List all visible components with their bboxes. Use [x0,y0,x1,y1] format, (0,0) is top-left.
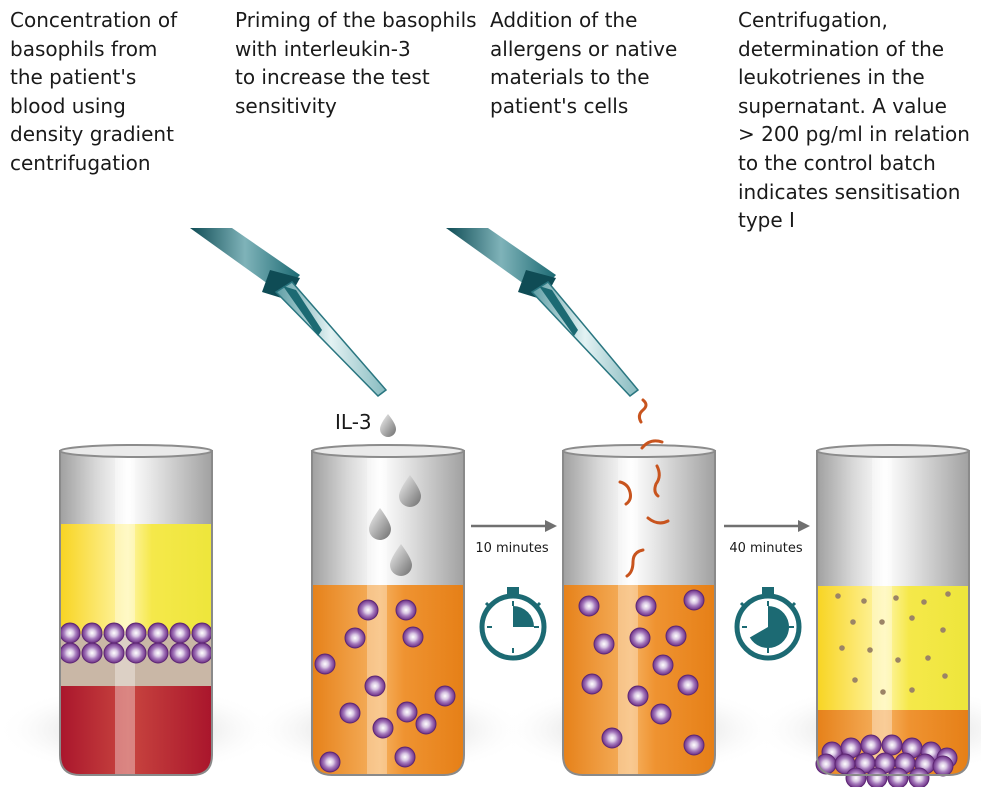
basophil-pellet [815,734,958,787]
pipette-il3 [190,228,388,397]
leukotriene-dot [839,645,845,651]
basophil-cell [395,599,417,621]
basophil-cell [683,589,705,611]
basophil-cell [402,626,424,648]
leukotriene-dot [925,655,931,661]
basophil-cell [364,675,386,697]
tube-1 [59,444,213,776]
tube-3 [562,444,716,776]
step3-description: Addition of the allergens or native mate… [490,8,678,118]
leukotriene-dot [880,689,886,695]
step1-description: Concentration of basophils from the pati… [10,8,178,175]
basophil-cell [860,734,882,756]
leukotriene-dot [942,673,948,679]
stopwatch-40min-icon [734,587,802,661]
basophil-cell [434,685,456,707]
basophil-cell [191,622,213,644]
basophil-cell [677,674,699,696]
arrow-step2-to-step3: 10 minutes [471,520,557,556]
allergen-particles [618,398,670,578]
basophil-cell [147,642,169,664]
basophil-cell [169,622,191,644]
basophil-cell [394,746,416,768]
il3-drop-icon [380,414,396,437]
leukotriene-dot [852,677,858,683]
basophil-cell [344,627,366,649]
leukotriene-dot [909,615,915,621]
leukotriene-dot [867,647,873,653]
leukotriene-particles [835,591,951,695]
il3-label: IL-3 [335,410,372,434]
leukotriene-dot [879,619,885,625]
basophil-cell [593,633,615,655]
pipette-allergen [446,228,640,398]
basophil-cell [81,642,103,664]
leukotriene-dot [835,593,841,599]
basophil-cell [581,673,603,695]
arrow-label-10min: 10 minutes [475,541,549,556]
basophil-cell [125,642,147,664]
basophil-cell [59,622,81,644]
basophil-cell [650,703,672,725]
basophil-cell [887,767,909,787]
il3-drop-icon [399,475,421,507]
leukotriene-dot [909,687,915,693]
step4-description: Centrifugation, determination of the leu… [738,8,970,233]
basophil-cell [59,642,81,664]
basophil-layer [59,622,213,664]
basophil-cell [881,734,903,756]
tube-2 [311,444,465,776]
basophil-cell [314,653,336,675]
basophil-cell [652,654,674,676]
leukotriene-dot [940,627,946,633]
basophil-cell [103,642,125,664]
basophil-cell [191,642,213,664]
leukotriene-dot [895,657,901,663]
arrow-label-40min: 40 minutes [729,541,803,556]
leukotriene-dot [945,591,951,597]
basophil-cell [103,622,125,644]
basophil-cell [147,622,169,644]
basophil-cell [908,767,930,787]
il3-drop-icon [369,508,391,540]
basophil-cell [357,599,379,621]
basophil-cell [845,767,867,787]
il3-drop-icon [390,544,412,576]
basophil-cell [319,751,341,773]
basophil-cell [601,727,623,749]
leukotriene-dot [850,619,856,625]
tube-4 [815,444,970,787]
basophil-cell [932,755,954,777]
basophil-cell [635,595,657,617]
basophil-cell [578,595,600,617]
basophil-cell [372,717,394,739]
basophil-cell [169,642,191,664]
basophil-cell [629,627,651,649]
basophil-cell [125,622,147,644]
basophil-cell [665,625,687,647]
leukotriene-dot [861,598,867,604]
step2-description: Priming of the basophils with interleuki… [235,8,477,118]
basophil-cell [683,734,705,756]
basophil-cells [578,589,705,756]
leukotriene-dot [893,595,899,601]
stopwatch-10min-icon [479,587,547,661]
basophil-cell [627,685,649,707]
basophil-cell [866,767,888,787]
basophil-cell [81,622,103,644]
basophil-cell [415,713,437,735]
arrow-step3-to-step4: 40 minutes [724,520,810,556]
basophil-cell [339,702,361,724]
basophil-cell [396,701,418,723]
basophil-cells [314,599,456,773]
leukotriene-dot [921,599,927,605]
